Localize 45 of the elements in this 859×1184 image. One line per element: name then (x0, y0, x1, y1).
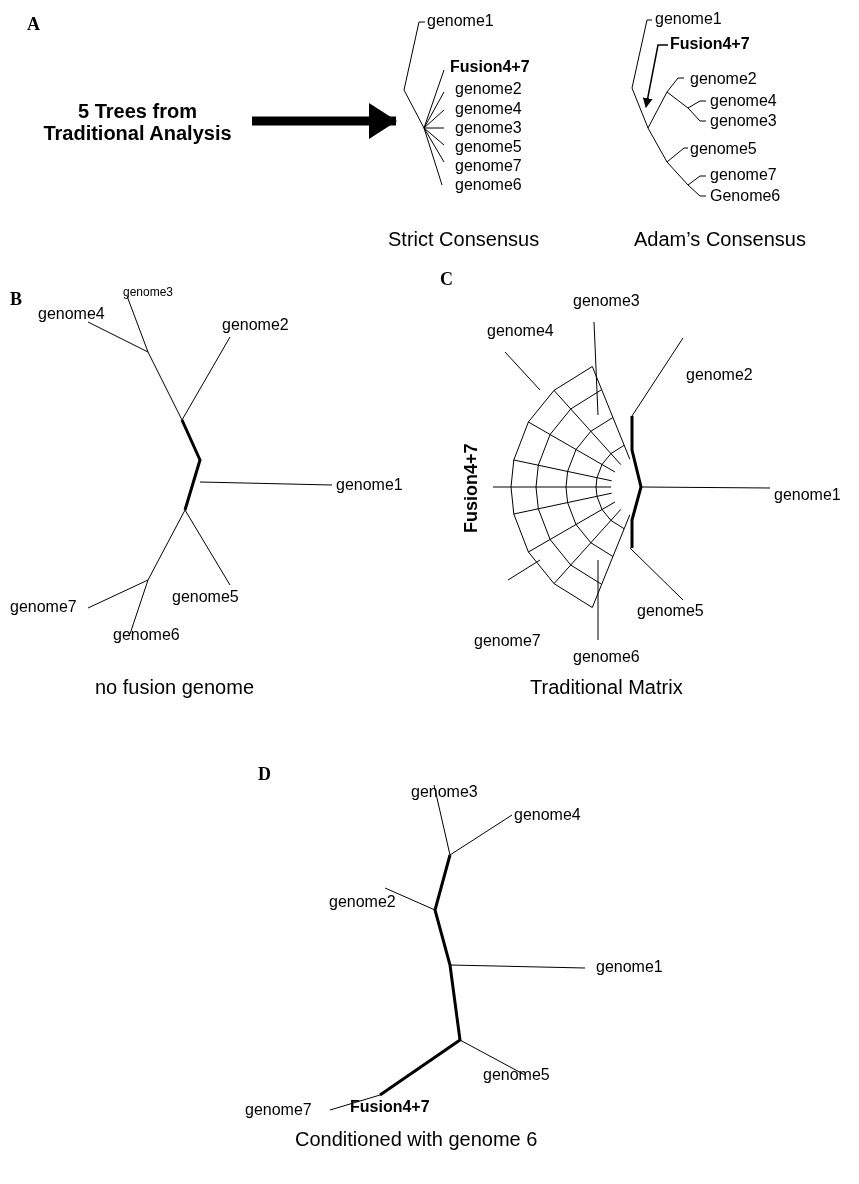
block-arrow (252, 103, 397, 139)
panel-caption: no fusion genome (95, 676, 254, 698)
leaf-label: genome1 (774, 486, 841, 504)
leaf-label: genome3 (710, 112, 777, 130)
leaf-label: genome2 (329, 893, 396, 911)
leaf-label: Fusion4+7 (670, 35, 750, 53)
panel-caption: Adam’s Consensus (634, 228, 806, 250)
leaf-label: genome7 (710, 166, 777, 184)
leaf-label: genome3 (123, 286, 174, 300)
leaf-label: genome5 (690, 140, 757, 158)
leaf-label: genome2 (222, 316, 289, 334)
leaf-label: genome6 (573, 648, 640, 666)
leaf-label: genome4 (514, 806, 581, 824)
leaf-label: genome5 (483, 1066, 550, 1084)
leaf-label: genome7 (10, 598, 77, 616)
leaf-label: genome5 (172, 588, 239, 606)
leaf-label: genome5 (637, 602, 704, 620)
leaf-label: genome7 (245, 1101, 312, 1119)
leaf-label: Fusion4+7 (462, 443, 482, 533)
annotation-text: 5 Trees from Traditional Analysis (25, 100, 250, 144)
leaf-label: genome3 (411, 783, 478, 801)
leaf-label: genome1 (596, 958, 663, 976)
leaf-label: Fusion4+7 (450, 58, 530, 76)
panel-caption: Strict Consensus (388, 228, 540, 250)
panel-caption: Conditioned with genome 6 (295, 1128, 538, 1150)
leaf-label: genome7 (474, 632, 541, 650)
panel-letter: B (10, 290, 22, 310)
panel-caption: Traditional Matrix (530, 676, 683, 698)
panel-letter: C (440, 270, 453, 290)
panel-letter: D (258, 765, 271, 785)
leaf-label: genome3 (573, 292, 640, 310)
leaf-label: genome6 (113, 626, 180, 644)
leaf-label: genome4 (487, 322, 554, 340)
pointer-arrow (642, 44, 669, 108)
leaf-label: genome1 (427, 12, 494, 30)
leaf-label: genome4 (38, 305, 105, 323)
leaf-label: genome1 (655, 10, 722, 28)
leaf-label: genome1 (336, 476, 403, 494)
leaf-label: genome4 (710, 92, 777, 110)
leaf-label: genome2 (690, 70, 757, 88)
leaf-label: genome6 (455, 176, 522, 194)
leaf-label: Genome6 (710, 187, 781, 205)
leaf-label: Fusion4+7 (350, 1098, 430, 1116)
panel-letter: A (27, 15, 40, 35)
leaf-label: genome2 (686, 366, 753, 384)
